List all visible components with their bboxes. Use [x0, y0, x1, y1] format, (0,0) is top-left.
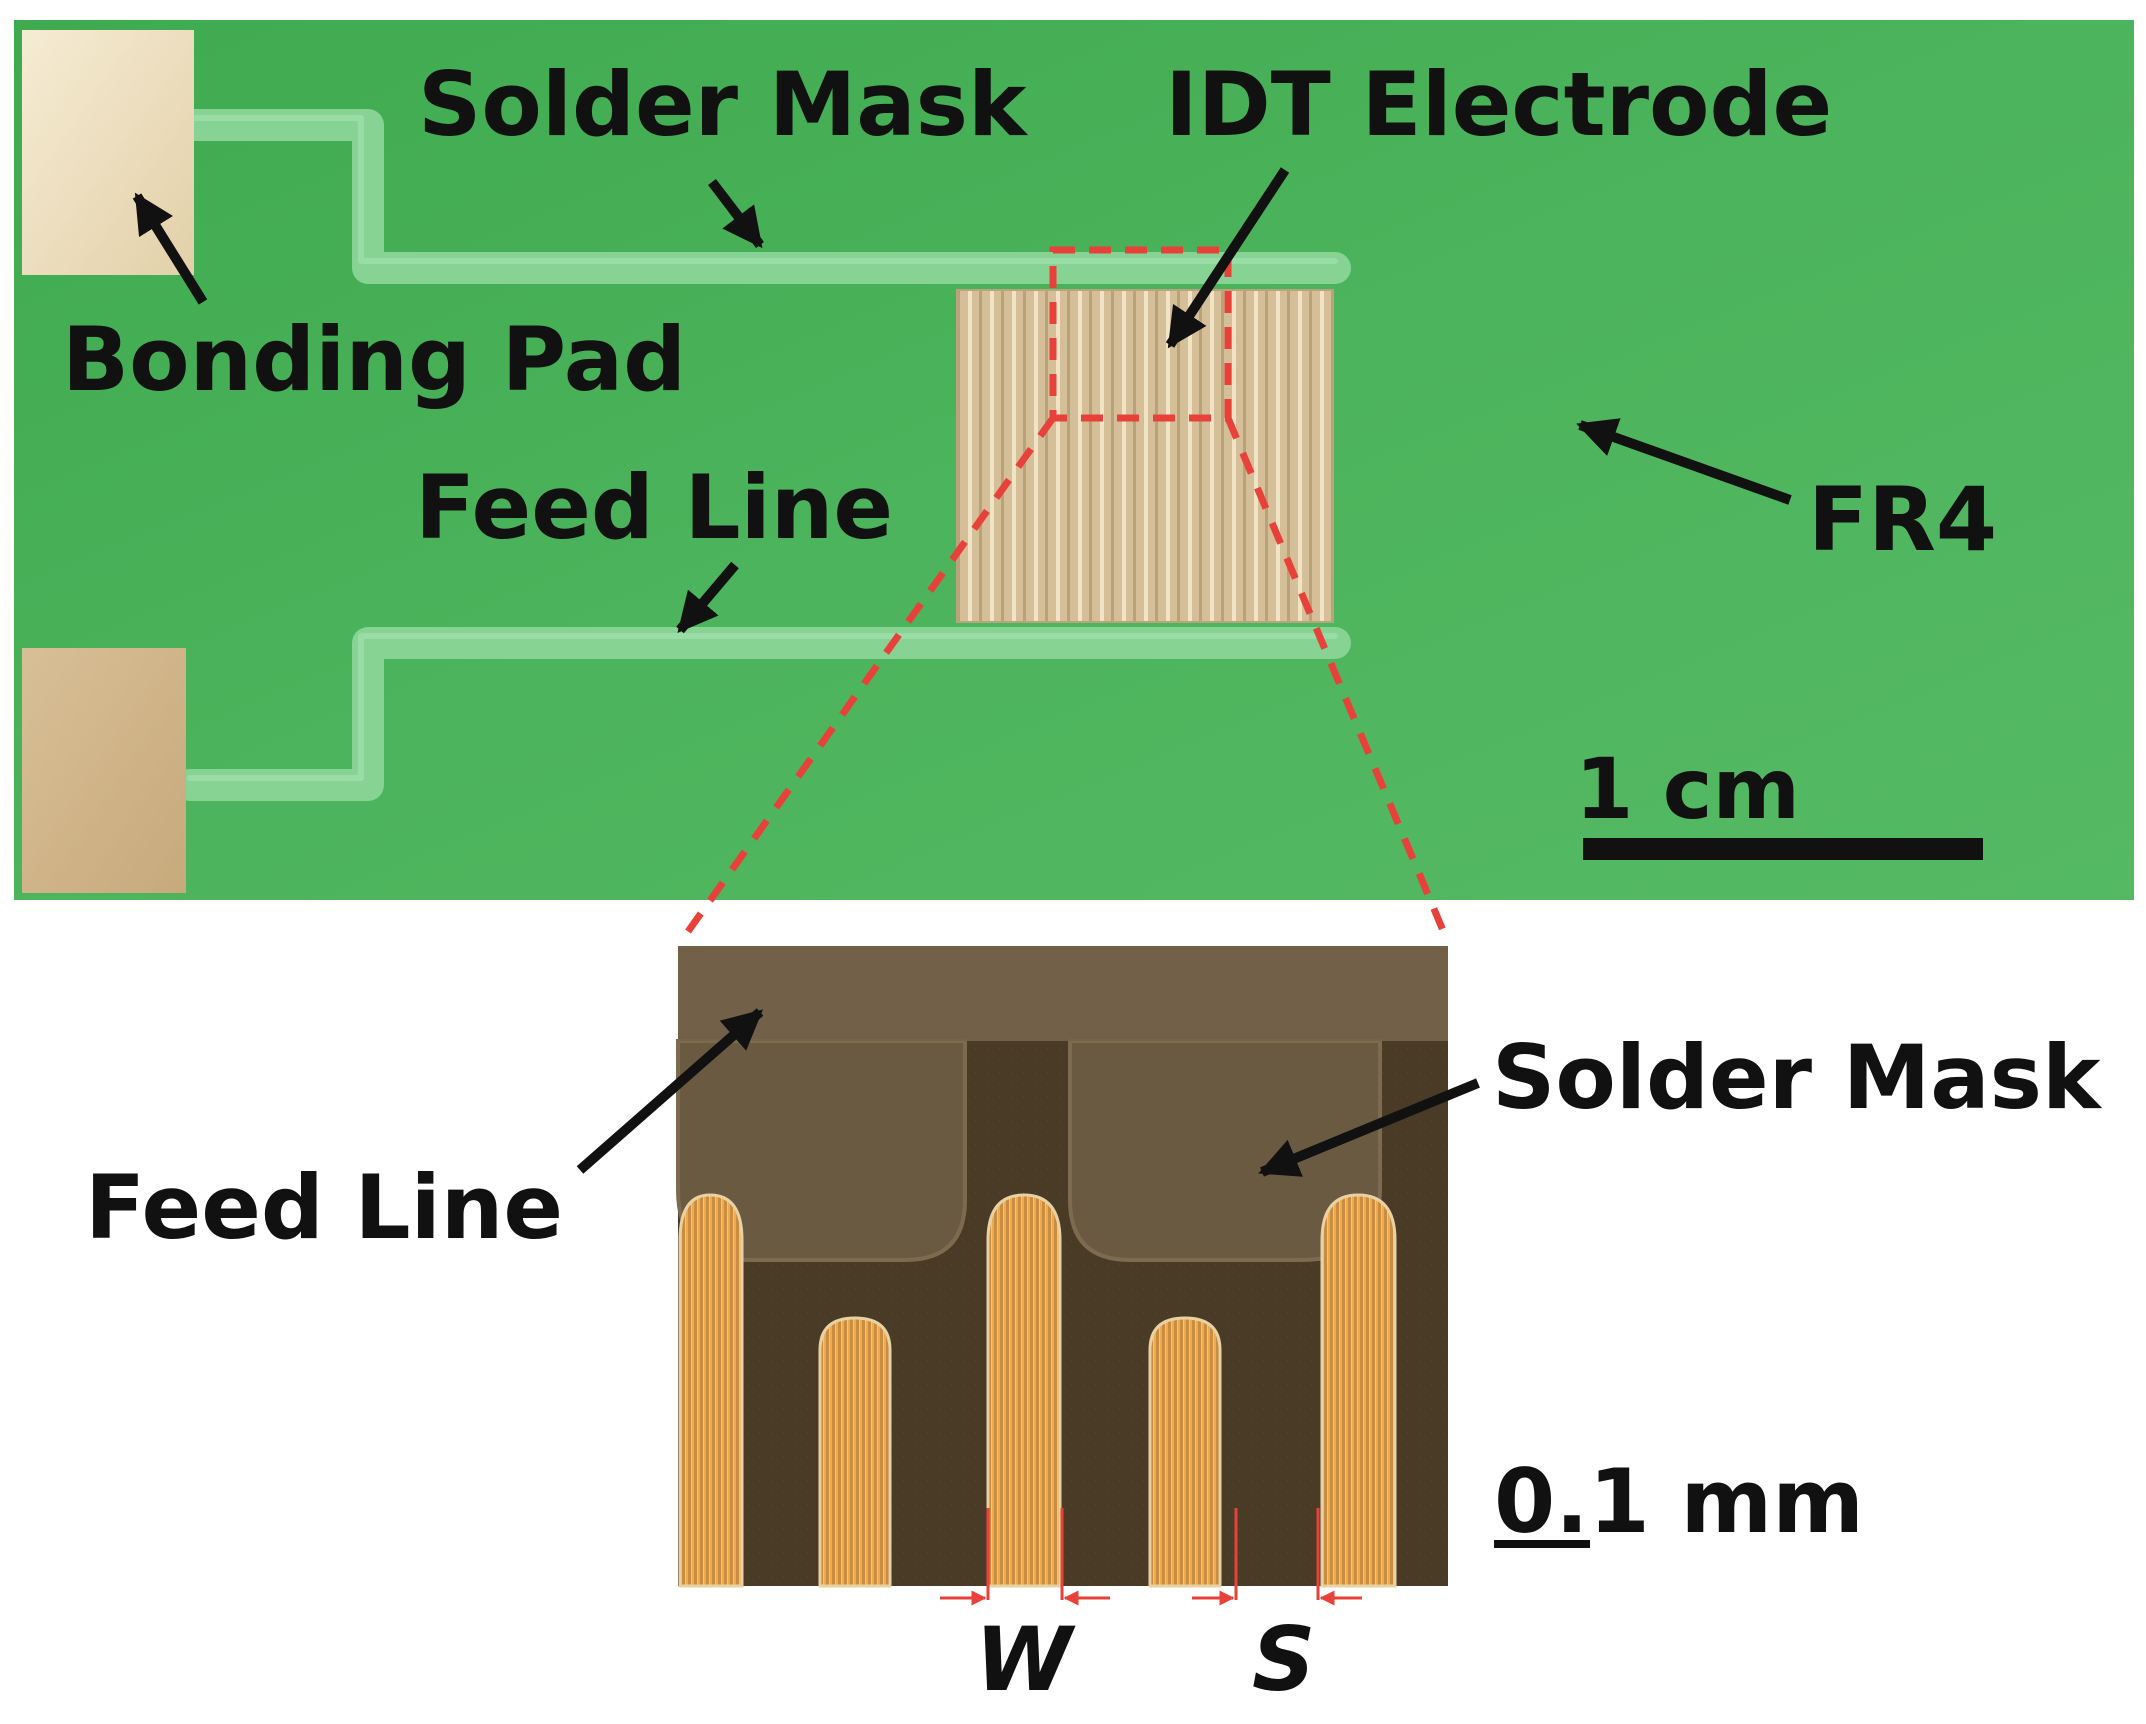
bottom-feed-line [174, 627, 1351, 801]
bonding-pad-bottom [22, 648, 186, 893]
zoom-line-left [679, 415, 1056, 943]
finger-1 [678, 1193, 744, 1588]
label-idt-electrode: IDT Electrode [1165, 53, 1832, 156]
feed-line-traces [174, 109, 1351, 801]
arrow-solder-mask-bottom [1258, 1078, 1480, 1177]
arrow-fr4 [1576, 418, 1792, 505]
pcb-photo: 1 cm Solder Mask IDT Electrode Bonding P… [14, 20, 2134, 943]
top-feed-line [174, 109, 1351, 284]
zoom-region-box [1049, 246, 1232, 422]
finger-5 [1320, 1193, 1397, 1588]
idt-electrode [956, 289, 1334, 623]
zoom-line-right [1224, 416, 1451, 942]
finger-2 [818, 1316, 892, 1588]
finger-3 [986, 1193, 1062, 1588]
label-solder-mask-bottom: Solder Mask [1492, 1026, 2103, 1129]
label-solder-mask-top: Solder Mask [418, 53, 1029, 156]
scale-label-1cm: 1 cm [1575, 740, 1800, 838]
label-feed-line-bottom: Feed Line [85, 1156, 563, 1259]
scale-bar-0-1mm [1494, 1540, 1590, 1548]
label-fr4: FR4 [1808, 468, 1997, 571]
arrow-feed-line-bottom [576, 1008, 764, 1174]
scale-label-0-1mm: 0.1 mm [1494, 1450, 1864, 1553]
label-bonding-pad: Bonding Pad [62, 308, 686, 411]
micro-fingers [678, 1193, 1397, 1588]
label-feed-line-top: Feed Line [415, 456, 893, 559]
arrow-idt-electrode [1165, 167, 1290, 349]
arrow-bonding-pad [132, 192, 208, 305]
arrow-solder-mask-top [708, 178, 764, 249]
arrow-feed-line-top [676, 561, 739, 634]
label-spacing-s: S [1252, 1608, 1315, 1711]
label-width-w: W [975, 1608, 1076, 1711]
dimension-markers [940, 1508, 1362, 1606]
micrograph: W S 0.1 mm Feed Line Solder Mask [85, 946, 2103, 1711]
scale-bar-1cm [1583, 838, 1983, 860]
finger-4 [1148, 1316, 1222, 1588]
